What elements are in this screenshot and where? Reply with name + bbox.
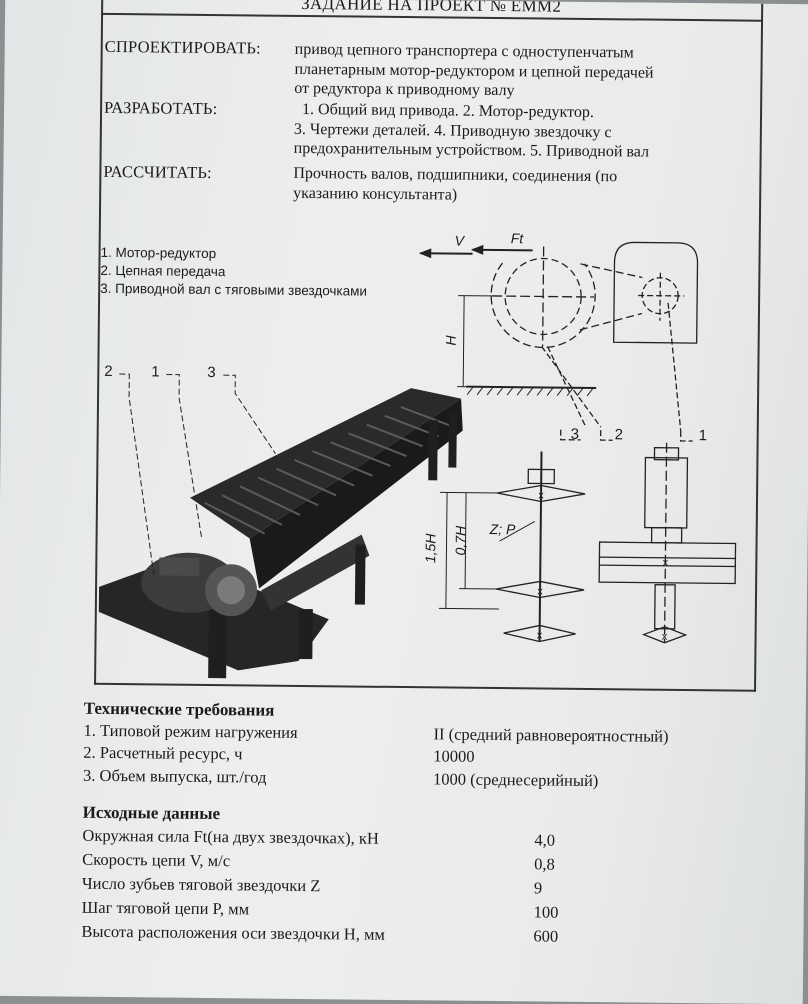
photo-label-motor-reducer: 1 (151, 363, 160, 380)
teeth-pitch-label: Z; P (490, 521, 516, 537)
photo-label-drive-shaft: 3 (207, 364, 216, 381)
photo-label-chain-drive: 2 (104, 363, 113, 380)
height-label: H (443, 335, 459, 345)
front-view-scheme: x x x x x (439, 428, 737, 643)
svg-text:x: x (662, 631, 668, 643)
svg-text:x: x (663, 557, 669, 569)
svg-text:x: x (537, 629, 543, 641)
scheme-label-motor-reducer: 1 (699, 427, 708, 444)
drive-drawings: x x x x x (0, 0, 808, 704)
scheme-label-drive-shaft: 3 (571, 426, 580, 443)
svg-text:x: x (537, 585, 543, 597)
requirements-title: Технические требования (84, 699, 275, 721)
velocity-label: V (455, 233, 465, 249)
force-label: Ft (511, 230, 524, 246)
source-data-title: Исходные данные (83, 803, 221, 824)
conveyor-illustration (98, 385, 463, 681)
height-1-5h-label: 1,5H (422, 533, 438, 563)
scheme-label-chain-drive: 2 (615, 426, 624, 443)
height-0-7h-label: 0,7H (452, 526, 468, 556)
svg-text:x: x (538, 489, 544, 501)
